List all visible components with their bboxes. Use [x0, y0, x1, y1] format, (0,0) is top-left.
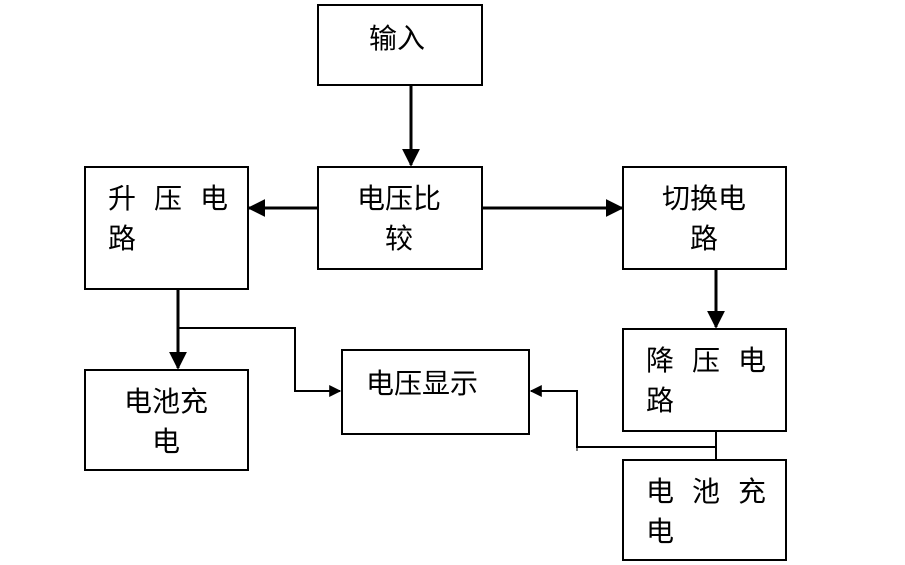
voltage-compare-box: 电压比 较 [317, 166, 483, 270]
battery-charge-right-label-line2: 电 [646, 515, 675, 548]
voltage-compare-label-line1: 电压比 [357, 182, 442, 215]
buck-circuit-label-line2: 路 [646, 384, 675, 417]
voltage-compare-label-line2: 较 [385, 222, 414, 255]
buck-circuit-label-line1: 降压电 [646, 344, 785, 377]
battery-charge-right-box: 电池充 电 [622, 459, 787, 561]
battery-charge-right-label-line1: 电池充 [646, 475, 785, 508]
battery-charge-left-label-line1: 电池充 [124, 385, 209, 418]
input-box: 输入 [317, 4, 483, 86]
battery-charge-left-box: 电池充 电 [84, 369, 249, 471]
voltage-display-label: 电压显示 [366, 367, 479, 400]
arrow-boost-to-display [178, 327, 342, 397]
battery-charge-left-label-line2: 电 [152, 425, 181, 458]
voltage-display-box: 电压显示 [341, 349, 530, 435]
boost-circuit-label-line1: 升压电 [108, 182, 247, 215]
arrow-buck-to-display [529, 385, 716, 448]
boost-circuit-label-line2: 路 [108, 222, 137, 255]
buck-circuit-box: 降压电 路 [622, 328, 787, 432]
switch-circuit-label-line1: 切换电 [662, 182, 747, 215]
switch-circuit-box: 切换电 路 [622, 166, 787, 270]
switch-circuit-label-line2: 路 [690, 222, 719, 255]
input-label: 输入 [369, 22, 426, 55]
boost-circuit-box: 升压电 路 [84, 166, 249, 290]
